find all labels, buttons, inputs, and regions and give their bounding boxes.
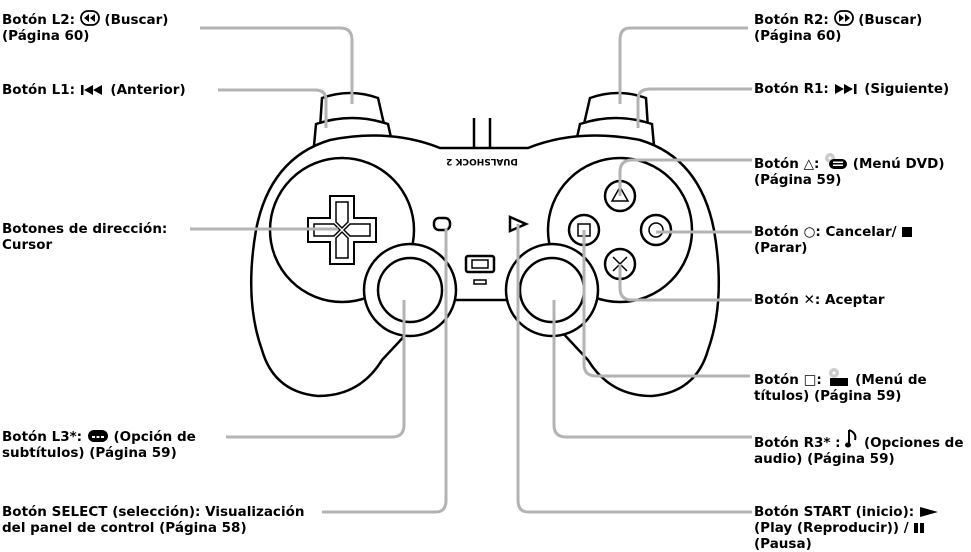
start-label-line2: (Play (Reproducir)) / <box>754 520 909 536</box>
l1-label-prefix: Botón L1: <box>2 82 75 98</box>
dpad-label-line1: Botones de dirección: <box>2 221 168 237</box>
label-l2: Botón L2: (Buscar) (Página 60) <box>2 10 168 44</box>
label-start: Botón START (inicio): (Play (Reproducir)… <box>754 504 939 552</box>
leader-square <box>582 230 750 378</box>
left-stick <box>376 256 444 324</box>
dpad <box>307 195 377 265</box>
skip-next-icon <box>834 84 856 94</box>
leader-start <box>516 224 752 514</box>
r1-label-suffix: (Siguiente) <box>864 81 950 97</box>
l3-label-line2: subtítulos) (Página 59) <box>2 445 177 461</box>
label-dpad: Botones de dirección: Cursor <box>2 221 167 253</box>
l2-label-page: (Página 60) <box>2 28 90 44</box>
r1-label-prefix: Botón R1: <box>754 81 829 97</box>
dvd-menu-icon <box>825 153 848 169</box>
subtitle-icon <box>87 430 108 442</box>
label-r1: Botón R1: (Siguiente) <box>754 81 949 97</box>
leader-l3 <box>226 300 406 439</box>
dpad-label-line2: Cursor <box>2 237 53 253</box>
label-cross: Botón ✕: Aceptar <box>754 292 885 308</box>
select-label-line1: Botón SELECT (selección): Visualización <box>2 504 305 520</box>
circle-label-prefix: Botón ○: Cancelar/ <box>754 224 897 240</box>
leader-triangle <box>618 158 752 196</box>
leader-select <box>322 228 448 514</box>
r3-label-suffix: (Opciones de <box>863 435 964 451</box>
leader-l1 <box>218 88 328 128</box>
triangle-label-suffix: (Menú DVD) <box>852 156 945 172</box>
select-label-line2: del panel de control (Página 58) <box>2 520 247 536</box>
start-label-prefix: Botón START (inicio): <box>754 504 915 520</box>
l1-label-suffix: (Anterior) <box>110 82 186 98</box>
r2-label-suffix: (Buscar) <box>858 12 923 28</box>
r2-label-prefix: Botón R2: <box>754 12 829 28</box>
label-circle: Botón ○: Cancelar/ (Parar) <box>754 224 913 256</box>
controller-outline <box>249 134 721 398</box>
play-icon <box>919 507 938 517</box>
r2-label-page: (Página 60) <box>754 28 842 44</box>
l2-label-suffix: (Buscar) <box>104 12 169 28</box>
label-triangle: Botón △: (Menú DVD) (Página 59) <box>754 152 945 188</box>
triangle-label-page: (Página 59) <box>754 172 842 188</box>
label-l1: Botón L1: (Anterior) <box>2 82 186 98</box>
leader-r1 <box>636 87 752 128</box>
label-l3: Botón L3*: (Opción de subtítulos) (Págin… <box>2 429 196 461</box>
l2-label-prefix: Botón L2: <box>2 12 75 28</box>
controller-brand: DUALSHOCK 2 <box>446 156 518 166</box>
label-select: Botón SELECT (selección): Visualización … <box>2 504 304 536</box>
label-r3: Botón R3* : (Opciones de audio) (Página … <box>754 429 964 467</box>
stop-icon <box>902 227 913 237</box>
leader-cross <box>618 264 752 302</box>
circle-label-line2: (Parar) <box>754 240 808 256</box>
label-square: Botón □: (Menú de títulos) (Página 59) <box>754 368 927 404</box>
circle-button <box>639 213 673 247</box>
select-button <box>432 216 452 232</box>
skip-previous-icon <box>80 85 102 95</box>
fast-forward-circle-icon <box>833 10 854 26</box>
r3-label-line2: audio) (Página 59) <box>754 451 895 467</box>
music-note-icon <box>845 429 857 448</box>
cross-label-text: Botón ✕: Aceptar <box>754 292 885 308</box>
square-label-prefix: Botón □: <box>754 372 822 388</box>
label-r2: Botón R2: (Buscar) (Página 60) <box>754 10 922 44</box>
start-label-line3: (Pausa) <box>754 536 812 552</box>
analog-button <box>464 254 496 274</box>
leader-lines <box>190 26 752 514</box>
right-cluster <box>546 156 694 304</box>
controller-body <box>249 91 721 398</box>
leader-r3 <box>552 300 752 439</box>
l3-label-prefix: Botón L3*: <box>2 429 83 445</box>
r3-label-prefix: Botón R3* : <box>754 435 841 451</box>
square-label-suffix: (Menú de <box>855 372 927 388</box>
title-menu-icon <box>829 368 849 386</box>
leader-r2 <box>618 26 748 104</box>
pause-icon <box>914 523 925 533</box>
leader-l2 <box>200 26 354 104</box>
triangle-label-prefix: Botón △: <box>754 156 820 172</box>
square-label-line2: títulos) (Página 59) <box>754 388 902 404</box>
l3-label-suffix: (Opción de <box>113 429 196 445</box>
rewind-circle-icon <box>79 10 100 26</box>
